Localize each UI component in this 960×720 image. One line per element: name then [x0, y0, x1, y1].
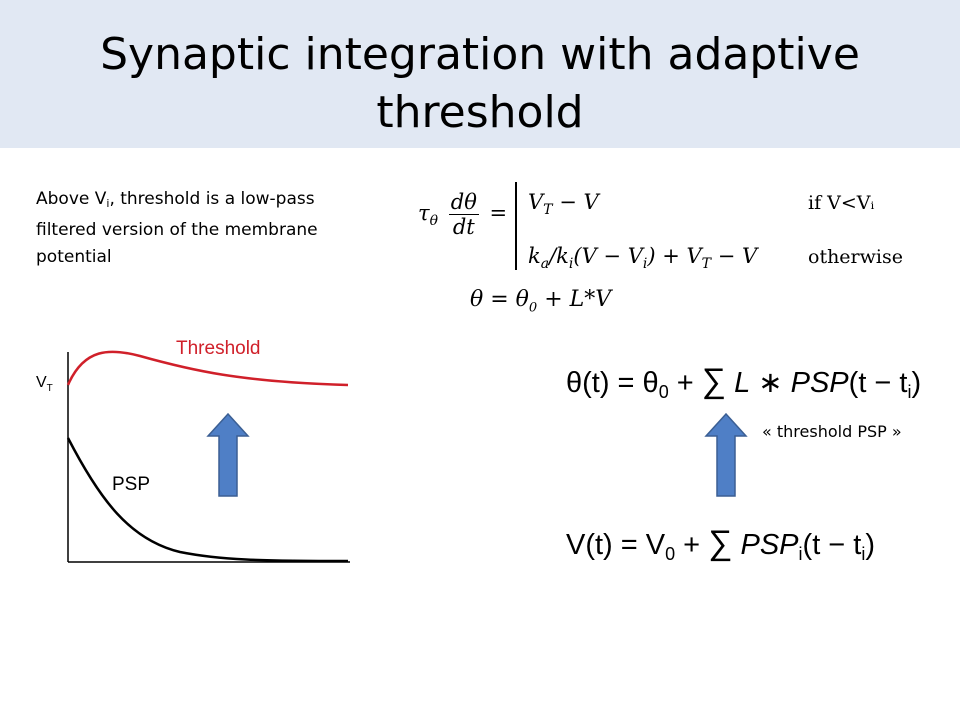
- c2-rest1: (V − V: [573, 244, 643, 268]
- theta-args: (t − t: [848, 367, 908, 399]
- threshold-psp-annotation: « threshold PSP »: [762, 422, 902, 441]
- vt-sub: T: [46, 383, 53, 395]
- v-psp: PSP: [732, 529, 799, 561]
- theta-sub0: 0: [658, 382, 669, 402]
- theta-lhs: θ(t) = θ: [566, 367, 659, 399]
- v-args: (t − t: [802, 529, 862, 561]
- c2-rest2: ) + V: [647, 244, 702, 268]
- v-subi: i: [798, 544, 803, 564]
- c2-rest3: − V: [711, 244, 758, 268]
- ident-part1: θ = θ: [470, 287, 529, 312]
- right-up-arrow: [704, 412, 748, 497]
- tau-symbol: τ: [418, 201, 430, 225]
- c1-v: V: [528, 190, 544, 214]
- ident-part2: + L*V: [537, 287, 612, 312]
- theta-subi: i: [907, 382, 912, 402]
- title-line-2: threshold: [376, 87, 584, 138]
- threshold-label: Threshold: [176, 338, 261, 359]
- desc-post: , threshold is a low-pass filtered versi…: [36, 189, 318, 267]
- v-lhs: V(t) = V: [566, 529, 666, 561]
- case-2-expression: ka/ki(V − Vi) + VT − V: [528, 244, 757, 272]
- c1-rest: − V: [552, 190, 599, 214]
- v-sub0: 0: [665, 544, 676, 564]
- vt-label: VT: [36, 374, 53, 394]
- v-sum-symbol: ∑: [708, 524, 733, 562]
- c2-sub-a: a: [540, 256, 550, 273]
- ident-sub: 0: [528, 300, 538, 316]
- theta-psp: PSP: [790, 367, 849, 399]
- v-subi2: i: [861, 544, 866, 564]
- theta-equation: θ(t) = θ0 + ∑ L ∗ PSP(t − ti): [566, 362, 921, 403]
- theta-plus: +: [668, 367, 702, 399]
- c1-sub: T: [543, 202, 553, 219]
- desc-sub: i: [106, 197, 110, 210]
- c2-sub-T: T: [701, 256, 712, 273]
- tau-sub: θ: [429, 213, 439, 230]
- frac-numerator: dθ: [448, 190, 479, 215]
- frac-denominator: dt: [452, 215, 475, 239]
- sum-symbol: ∑: [701, 362, 727, 400]
- title-line-1: Synaptic integration with adaptive: [100, 29, 860, 80]
- c2-sub-i2: i: [642, 256, 648, 273]
- c2-k: k: [528, 244, 541, 268]
- vt-v: V: [36, 374, 47, 391]
- case-2-condition: otherwise: [808, 246, 903, 268]
- case-1-expression: VT − V: [528, 190, 599, 218]
- theta-star: ∗: [750, 367, 791, 399]
- identity-equation: θ = θ0 + L*V: [470, 287, 611, 315]
- v-close: ): [865, 529, 876, 561]
- v-equation: V(t) = V0 + ∑ PSPi(t − ti): [566, 524, 875, 565]
- c2-mid: /k: [549, 244, 569, 268]
- psp-curve: [66, 437, 349, 563]
- title-bar: [0, 0, 960, 148]
- psp-label: PSP: [112, 474, 151, 495]
- left-up-arrow: [206, 412, 250, 497]
- desc-pre: Above V: [36, 189, 107, 209]
- c2-sub-i: i: [568, 256, 574, 273]
- equals-sign: =: [489, 201, 508, 225]
- slide-title: Synaptic integration with adaptive thres…: [40, 26, 920, 142]
- theta-L: L: [726, 367, 751, 399]
- description-text: Above Vi, threshold is a low-pass filter…: [36, 186, 376, 271]
- v-plus: +: [675, 529, 709, 561]
- theta-close: ): [911, 367, 922, 399]
- case-1-condition: if V<Vᵢ: [808, 192, 875, 214]
- threshold-curve: [66, 350, 349, 387]
- case-bar: [515, 182, 517, 270]
